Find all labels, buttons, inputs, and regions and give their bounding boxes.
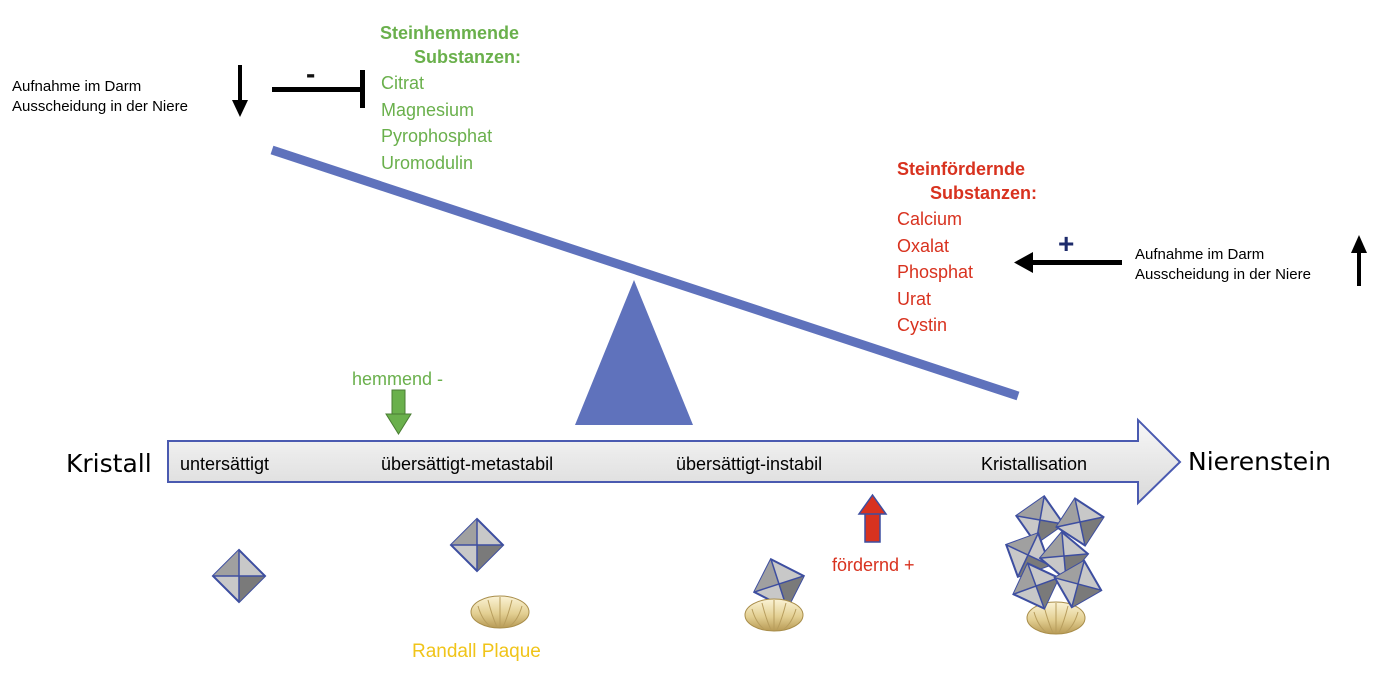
inhibit-note-line2: Ausscheidung in der Niere [12,98,188,115]
inhibit-item: Pyrophosphat [381,126,493,146]
stage-kristallisation: Kristallisation [981,454,1088,474]
promote-item: Urat [897,288,932,309]
inhibit-item: Magnesium [381,99,475,120]
inhibit-down-arrow [232,65,248,117]
foerdernd-red-arrow [857,493,888,543]
promote-item-list: Calcium Oxalat Phosphat Urat Cystin [897,206,973,339]
inhibit-note-line1: Aufnahme im Darm [12,78,142,95]
stage-untersaettigt: untersättigt [180,454,270,474]
promote-item: Cystin [897,315,948,335]
promote-note-line1: Aufnahme im Darm [1135,246,1265,263]
promote-item: Phosphat [897,262,974,282]
stage-uebersaettigt-metastabil: übersättigt-metastabil [381,454,554,474]
fulcrum-triangle [575,280,693,425]
promote-heading-line2: Substanzen: [930,183,1038,203]
randall-plaque-shell [470,595,530,629]
nierenstein-label: Nierenstein [1188,447,1331,476]
randall-plaque-label: Randall Plaque [412,641,541,662]
hemmend-label: hemmend - [352,369,444,389]
promote-plus-sign: + [1058,228,1075,259]
crystal-cluster-icon [1004,494,1105,635]
crystal-single-icon [211,548,267,604]
balance-beam [270,145,1020,401]
inhibit-heading-line2: Substanzen: [414,47,522,67]
inhibit-heading-line1: Steinhemmende [380,23,520,43]
promote-up-arrow [1351,235,1367,286]
hemmend-green-arrow [385,389,412,435]
crystal-metastable-icon [449,517,505,573]
promote-item: Calcium [897,209,963,229]
promote-item: Oxalat [897,235,950,256]
inhibit-line [272,70,365,108]
inhibit-item: Uromodulin [381,152,474,173]
crystal-instable-icon [744,557,806,632]
promote-heading-line1: Steinfördernde [897,159,1026,179]
stage-uebersaettigt-instabil: übersättigt-instabil [676,454,823,474]
progression-arrow [167,417,1182,506]
foerdernd-label: fördernd + [832,555,915,575]
inhibit-minus-sign: - [306,58,316,89]
promote-note-line2: Ausscheidung in der Niere [1135,266,1311,283]
inhibit-item: Citrat [381,73,425,93]
promote-left-arrow [1014,252,1122,273]
kristall-label: Kristall [66,449,152,478]
inhibit-item-list: Citrat Magnesium Pyrophosphat Uromodulin [381,70,492,176]
